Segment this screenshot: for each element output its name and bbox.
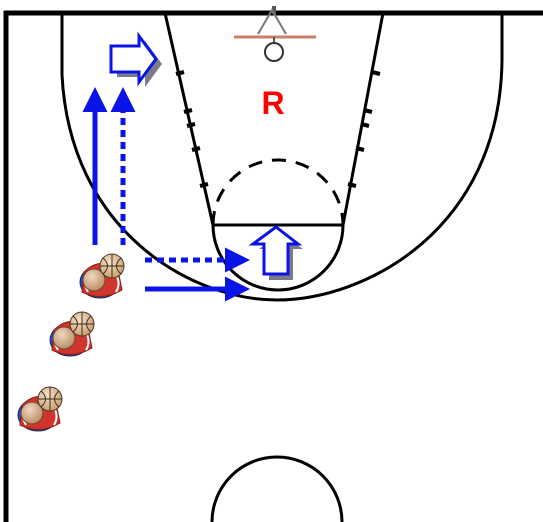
hollow-arrow-up-icon xyxy=(248,225,303,280)
hollow-arrow-right-icon xyxy=(109,31,162,87)
rebounder-label: R xyxy=(261,85,284,121)
movement-arrows xyxy=(82,87,250,302)
free-throw-lane xyxy=(163,12,385,226)
lane-hash-marks xyxy=(175,70,381,188)
basket xyxy=(234,6,316,62)
backboard-brace xyxy=(257,8,287,35)
player-with-ball-icon xyxy=(49,311,95,357)
free-throw-circle-bottom xyxy=(211,224,345,292)
free-throw-circle-top xyxy=(211,158,345,226)
player-with-ball-icon xyxy=(79,253,125,299)
rim xyxy=(264,42,284,62)
players xyxy=(17,253,125,432)
player-with-ball-icon xyxy=(17,386,63,432)
center-circle xyxy=(210,455,344,522)
